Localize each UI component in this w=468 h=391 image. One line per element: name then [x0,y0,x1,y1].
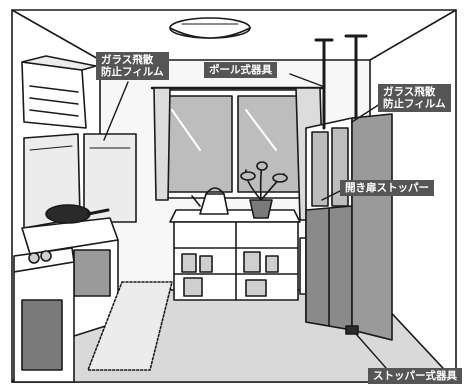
floor-stopper [346,326,358,334]
refrigerator [352,114,392,340]
shelf-table [170,210,314,300]
callout-stopper-fixture: ストッパー式器具 [368,368,462,384]
callout-hinged-door-stopper: 開き扉ストッパー [340,180,434,196]
callout-pole-fixture: ポール式器具 [204,62,277,78]
glass-cabinet [306,118,352,330]
left-counter [14,248,74,382]
callout-glass-film-left: ガラス飛散 防止フィルム [96,52,169,80]
callout-glass-film-left-line1: ガラス飛散 [101,54,164,66]
callout-glass-film-right: ガラス飛散 防止フィルム [378,84,451,112]
callout-stopper-fixture-text: ストッパー式器具 [373,370,457,382]
callout-glass-film-right-line2: 防止フィルム [383,98,446,110]
callout-glass-film-left-line2: 防止フィルム [101,66,164,78]
callout-glass-film-right-line1: ガラス飛散 [383,86,446,98]
callout-hinged-door-stopper-text: 開き扉ストッパー [345,182,429,194]
callout-pole-fixture-text: ポール式器具 [209,64,272,76]
ceiling-light-icon [170,18,250,38]
